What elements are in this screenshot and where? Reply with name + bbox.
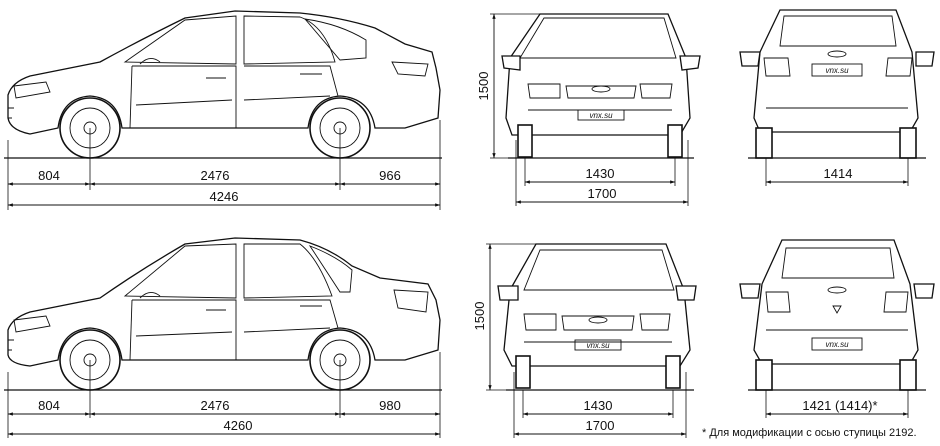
footnote: * Для модификации с осью ступицы 2192. (702, 427, 917, 439)
sedan-wheelbase: 2476 (201, 398, 230, 413)
sedan-front-overhang: 804 (38, 398, 60, 413)
sedan-length: 4260 (224, 418, 253, 433)
sedan-rear-overhang: 980 (379, 398, 401, 413)
sedan-front-view: vnx.su (497, 243, 697, 391)
sedan-front-plate: vnx.su (586, 341, 610, 350)
hatchback-front-overhang: 804 (38, 168, 60, 183)
sedan-rear-track: 1421 (1414)* (802, 398, 877, 413)
sedan-side-view (4, 237, 442, 391)
hatchback-front-view: vnx.su (501, 13, 701, 159)
hatchback-front-dimensions: 1500 1430 1700 (476, 13, 689, 206)
hatchback-front-track: 1430 (586, 166, 615, 181)
hatchback-rear-plate: vnx.su (825, 66, 849, 75)
hatchback-rear-overhang: 966 (379, 168, 401, 183)
sedan-side-dimensions: 804 2476 980 4260 (7, 352, 441, 438)
sedan-rear-view: vnx.su (739, 239, 935, 391)
hatchback-front-plate: vnx.su (589, 111, 613, 120)
hatchback-length: 4246 (210, 189, 239, 204)
hatchback-rear-track: 1414 (824, 166, 853, 181)
sedan-height: 1500 (472, 302, 487, 331)
hatchback-rear-view: vnx.su (739, 9, 935, 159)
hatchback-side-dimensions: 804 2476 966 4246 (7, 120, 441, 210)
hatchback-width: 1700 (588, 186, 617, 201)
hatchback-side-view (4, 10, 442, 159)
sedan-rear-plate: vnx.su (825, 340, 849, 349)
hatchback-wheelbase: 2476 (201, 168, 230, 183)
sedan-front-track: 1430 (584, 398, 613, 413)
hatchback-rear-dimensions: 1414 (765, 158, 909, 186)
hatchback-height: 1500 (476, 72, 491, 101)
sedan-front-dimensions: 1500 1430 1700 (472, 243, 687, 438)
sedan-rear-dimensions: 1421 (1414)* (765, 390, 909, 418)
sedan-width: 1700 (586, 418, 615, 433)
